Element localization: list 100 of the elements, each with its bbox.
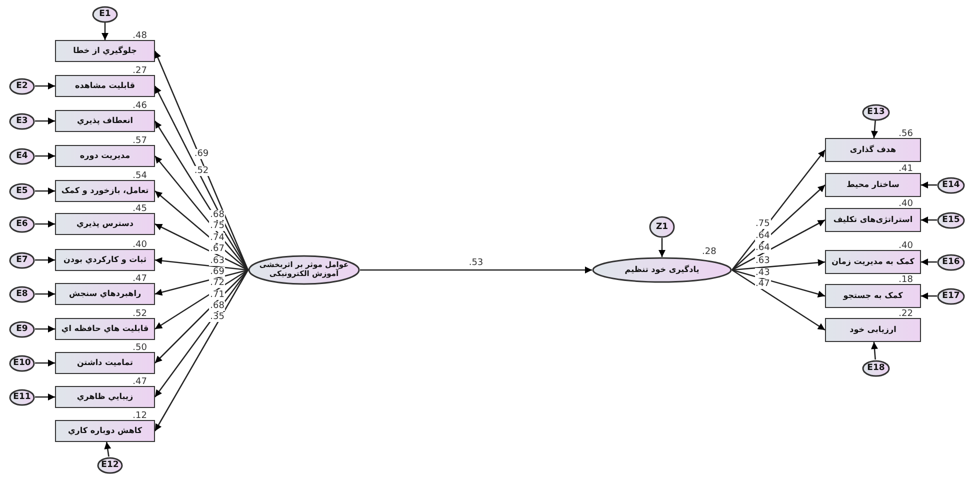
- path-coefficient: .68: [209, 300, 226, 311]
- error-term-circle: [9, 216, 35, 232]
- path-coefficient: .64: [754, 242, 771, 252]
- squared-correlation: .54: [132, 171, 147, 181]
- variable-label: ارزیابی خود: [850, 325, 896, 335]
- arrow: [35, 118, 55, 124]
- arrow: [732, 269, 826, 331]
- arrow: [154, 270, 248, 364]
- arrow: [35, 326, 55, 332]
- arrow: [102, 22, 108, 40]
- error-label: E1: [99, 9, 111, 19]
- error-term-circle: [9, 182, 35, 200]
- arrow: [732, 219, 826, 271]
- squared-correlation: .22: [898, 309, 913, 319]
- latent-variable-ellipse: [592, 257, 732, 283]
- arrow: [154, 156, 248, 270]
- observed-variable-box: [825, 138, 921, 162]
- squared-correlation: .27: [132, 66, 147, 76]
- squared-correlation: .45: [132, 204, 147, 214]
- variable-label: قابليت هاي حافظه اي: [61, 324, 149, 334]
- path-coefficient: .68: [209, 210, 226, 220]
- observed-variable-box: [55, 40, 155, 62]
- observed-variable-box: [55, 420, 155, 442]
- error-term-circle: [9, 320, 35, 338]
- error-label: E6: [16, 219, 28, 229]
- observed-variable-box: [55, 318, 155, 340]
- error-label: E16: [942, 257, 960, 267]
- error-label: E12: [101, 460, 119, 470]
- observed-variable-box: [825, 173, 921, 197]
- error-term-circle: [937, 176, 965, 194]
- error-term-circle: [862, 104, 890, 120]
- variable-label: استراتژی‌های تکلیف: [833, 215, 913, 225]
- error-label: Z1: [656, 222, 668, 232]
- arrow: [732, 259, 826, 271]
- error-label: E10: [13, 358, 31, 368]
- arrow: [35, 220, 55, 228]
- error-term-circle: [97, 456, 123, 474]
- arrow: [35, 360, 55, 366]
- arrow: [154, 269, 248, 296]
- arrow: [871, 120, 878, 138]
- error-label: E3: [16, 116, 28, 126]
- squared-correlation: .12: [132, 411, 147, 421]
- path-coefficient: .67: [209, 244, 226, 254]
- variable-label: تماميت داشتن: [76, 358, 134, 368]
- path-coefficient: .53: [468, 258, 484, 268]
- arrow: [154, 190, 248, 270]
- observed-variable-box: [55, 386, 155, 408]
- observed-variable-box: [55, 180, 155, 202]
- error-label: E9: [16, 324, 28, 334]
- observed-variable-box: [55, 283, 155, 305]
- arrow: [35, 256, 55, 264]
- squared-correlation: .56: [898, 129, 913, 139]
- path-coefficient: .74: [209, 232, 226, 243]
- observed-variable-box: [825, 208, 921, 232]
- arrow: [35, 188, 55, 194]
- squared-correlation: .50: [132, 343, 147, 353]
- variable-label: ساختار محیط: [846, 180, 900, 190]
- error-label: E7: [16, 255, 28, 265]
- error-term-circle: [9, 78, 35, 94]
- error-term-circle: [937, 212, 965, 228]
- path-coefficient: .69: [193, 148, 210, 158]
- observed-variable-box: [825, 250, 921, 274]
- error-label: E18: [867, 363, 885, 373]
- error-term-circle: [649, 216, 675, 238]
- squared-correlation: .46: [132, 101, 147, 111]
- error-label: E14: [942, 180, 960, 190]
- arrow: [154, 257, 248, 271]
- arrow: [154, 270, 249, 432]
- variable-label: هدف گذاری: [850, 145, 896, 155]
- arrow: [921, 182, 937, 188]
- error-term-circle: [92, 6, 118, 22]
- path-coefficient: .35: [209, 312, 226, 322]
- variable-label: کمک به جستجو: [843, 291, 903, 301]
- error-term-circle: [9, 112, 35, 130]
- squared-correlation: .47: [132, 274, 147, 284]
- squared-correlation: .57: [132, 136, 147, 146]
- observed-variable-box: [55, 352, 155, 374]
- error-label: E8: [16, 289, 28, 299]
- observed-variable-box: [55, 213, 155, 235]
- error-label: E15: [942, 215, 960, 225]
- variable-label: جلوگيري از خطا: [73, 46, 137, 56]
- squared-correlation: .52: [132, 309, 147, 319]
- error-term-circle: [9, 148, 35, 164]
- error-term-circle: [9, 354, 35, 372]
- arrow: [871, 342, 878, 360]
- variable-label: ثبات و كاركردي بودن: [64, 255, 146, 265]
- error-term-circle: [937, 254, 965, 270]
- arrow: [35, 152, 55, 160]
- latent-variable-ellipse: [248, 255, 360, 285]
- error-term-circle: [937, 288, 965, 304]
- arrow: [921, 216, 937, 224]
- arrow: [154, 86, 249, 270]
- arrow: [731, 150, 826, 270]
- error-label: E4: [16, 151, 28, 161]
- variable-label: کمک به مدیریت زمان: [832, 257, 914, 267]
- path-coefficient: .75: [754, 219, 771, 230]
- arrow: [104, 442, 112, 457]
- arrow: [35, 290, 55, 298]
- variable-label: زيبايي ظاهري: [76, 392, 134, 402]
- arrow: [732, 269, 826, 298]
